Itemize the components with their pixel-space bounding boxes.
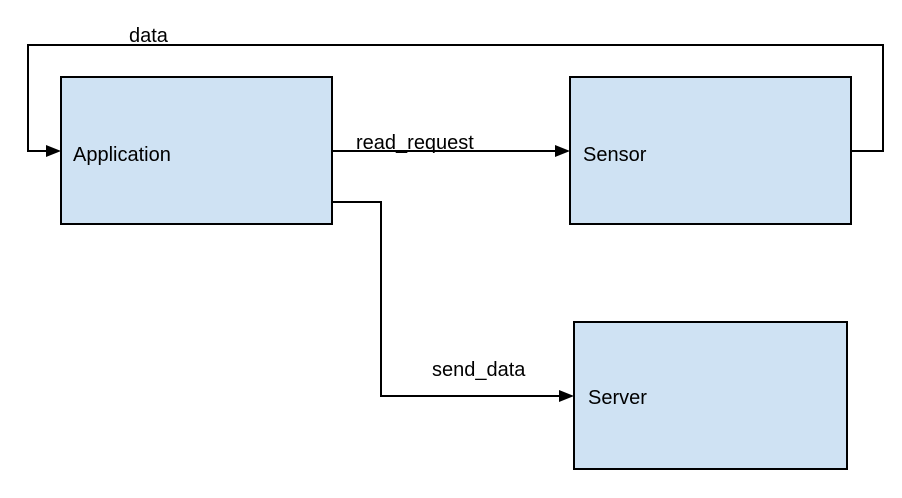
node-application-box <box>60 76 333 225</box>
node-application-label: Application <box>73 144 171 166</box>
edge-read-request: read_request <box>332 132 570 157</box>
edge-data-arrowhead <box>46 145 61 157</box>
node-sensor-label: Sensor <box>583 144 647 166</box>
node-server-label: Server <box>588 387 647 409</box>
node-sensor: Sensor <box>569 76 852 225</box>
edge-data-line <box>27 44 884 152</box>
node-application: Application <box>60 76 333 225</box>
edge-send-data-arrowhead <box>559 390 574 402</box>
node-server-box <box>573 321 848 470</box>
edge-read-request-arrowhead <box>555 145 570 157</box>
edge-send-data: send_data <box>332 201 574 402</box>
edge-data-label: data <box>129 25 169 47</box>
node-server: Server <box>573 321 848 470</box>
node-sensor-box <box>569 76 852 225</box>
edge-data: data <box>27 25 884 157</box>
edge-send-data-label: send_data <box>432 359 526 381</box>
edge-read-request-label: read_request <box>356 132 474 154</box>
edge-send-data-line <box>332 201 563 397</box>
